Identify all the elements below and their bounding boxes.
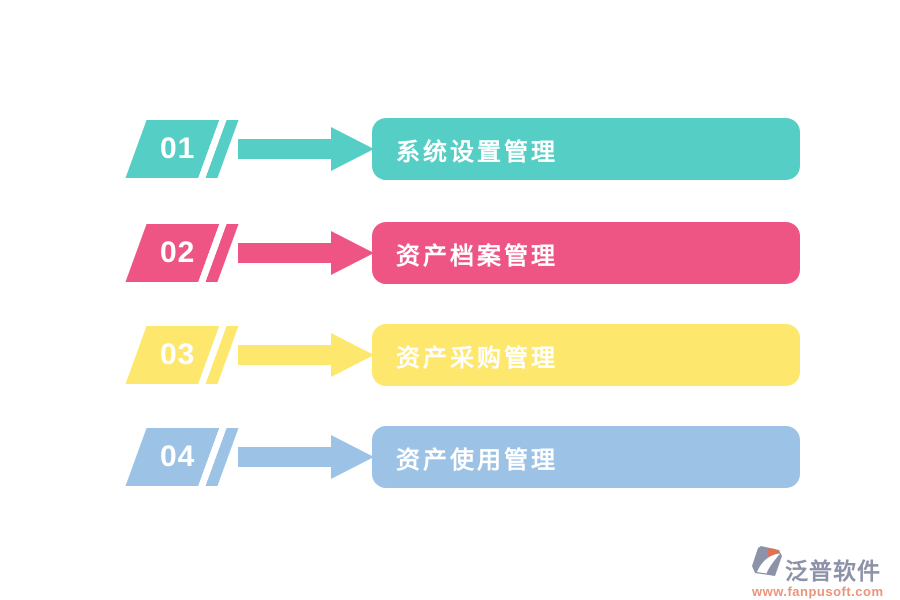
step-row-3: 03 资产采购管理 <box>0 324 900 386</box>
step-number-badge: 02 <box>125 224 239 282</box>
watermark-brand: 泛普软件 <box>785 558 881 584</box>
step-label: 资产使用管理 <box>396 446 558 474</box>
step-number-badge: 04 <box>125 428 239 486</box>
step-row-1: 01 系统设置管理 <box>0 118 900 180</box>
arrow-tail <box>238 447 331 467</box>
step-number: 02 <box>160 236 196 269</box>
step-label-bar: 系统设置管理 <box>372 118 800 180</box>
step-number-badge: 01 <box>125 120 239 178</box>
arrow-tail <box>238 243 331 263</box>
arrow-right-icon <box>331 333 374 377</box>
step-number: 01 <box>160 132 196 165</box>
arrow-tail <box>238 345 331 365</box>
step-number: 03 <box>160 338 196 371</box>
arrow-tail <box>238 139 331 159</box>
step-row-2: 02 资产档案管理 <box>0 222 900 284</box>
arrow-right-icon <box>331 435 374 479</box>
watermark-url: www.fanpusoft.com <box>752 584 884 599</box>
step-label: 系统设置管理 <box>396 138 558 166</box>
fanpu-logo-icon <box>752 546 782 583</box>
arrow-right-icon <box>331 127 374 171</box>
step-label-bar: 资产档案管理 <box>372 222 800 284</box>
step-label-bar: 资产使用管理 <box>372 426 800 488</box>
step-label-bar: 资产采购管理 <box>372 324 800 386</box>
step-label: 资产采购管理 <box>396 344 558 372</box>
watermark: 泛普软件 www.fanpusoft.com <box>752 546 898 599</box>
step-label: 资产档案管理 <box>396 242 558 270</box>
step-number: 04 <box>160 440 196 473</box>
step-row-4: 04 资产使用管理 <box>0 426 900 488</box>
arrow-right-icon <box>331 231 374 275</box>
step-number-badge: 03 <box>125 326 239 384</box>
